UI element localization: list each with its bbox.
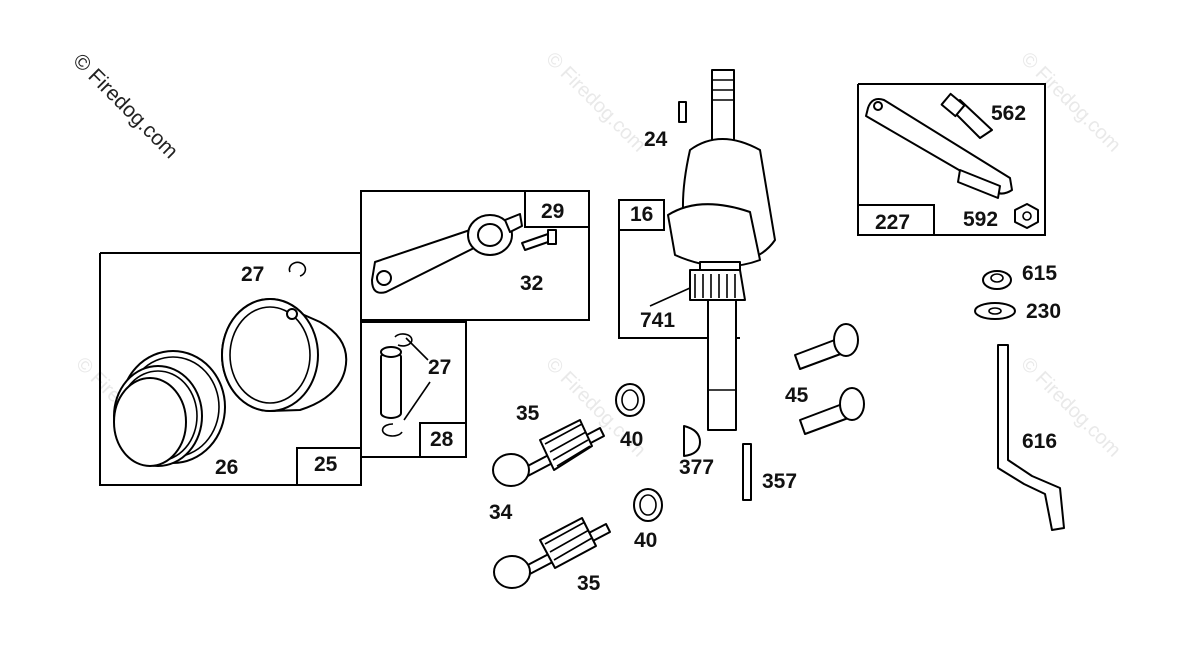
governor-parts bbox=[974, 270, 1065, 531]
label-29: 29 bbox=[541, 200, 564, 223]
label-25: 25 bbox=[314, 453, 338, 476]
label-40-upper: 40 bbox=[620, 428, 643, 451]
label-27-piston: 27 bbox=[241, 263, 264, 286]
label-592: 592 bbox=[963, 208, 998, 231]
label-24: 24 bbox=[644, 128, 668, 151]
box-16-crankshaft bbox=[618, 69, 776, 501]
label-32: 32 bbox=[520, 272, 543, 295]
label-35-lower: 35 bbox=[577, 572, 601, 595]
label-16: 16 bbox=[630, 203, 653, 226]
label-616: 616 bbox=[1022, 430, 1057, 453]
label-230: 230 bbox=[1026, 300, 1061, 323]
label-357: 357 bbox=[762, 470, 797, 493]
box-28-wrist-pin bbox=[361, 321, 467, 458]
label-741: 741 bbox=[640, 309, 675, 332]
label-615: 615 bbox=[1022, 262, 1057, 285]
box-29-connecting-rod bbox=[360, 190, 590, 321]
label-28: 28 bbox=[430, 428, 454, 451]
box-227-governor-linkage bbox=[857, 83, 1046, 236]
label-562: 562 bbox=[991, 102, 1026, 125]
label-35-upper: 35 bbox=[516, 402, 540, 425]
watermark-faint: © Firedog.com bbox=[541, 48, 650, 157]
label-227: 227 bbox=[875, 211, 910, 234]
label-377: 377 bbox=[679, 456, 714, 479]
tappets bbox=[794, 323, 865, 435]
label-27-pin: 27 bbox=[428, 356, 451, 379]
label-45: 45 bbox=[785, 384, 809, 407]
watermark-faint: © Firedog.com bbox=[1016, 48, 1125, 157]
box-25-piston bbox=[99, 252, 362, 486]
valve-assembly-lower bbox=[493, 488, 663, 589]
watermark-main: © Firedog.com bbox=[68, 49, 182, 163]
part-labels: 24 16 741 29 32 27 27 25 26 28 35 35 34 … bbox=[215, 102, 1061, 595]
label-26: 26 bbox=[215, 456, 238, 479]
label-40-lower: 40 bbox=[634, 529, 657, 552]
valve-assembly-upper bbox=[492, 383, 645, 487]
label-34: 34 bbox=[489, 501, 513, 524]
